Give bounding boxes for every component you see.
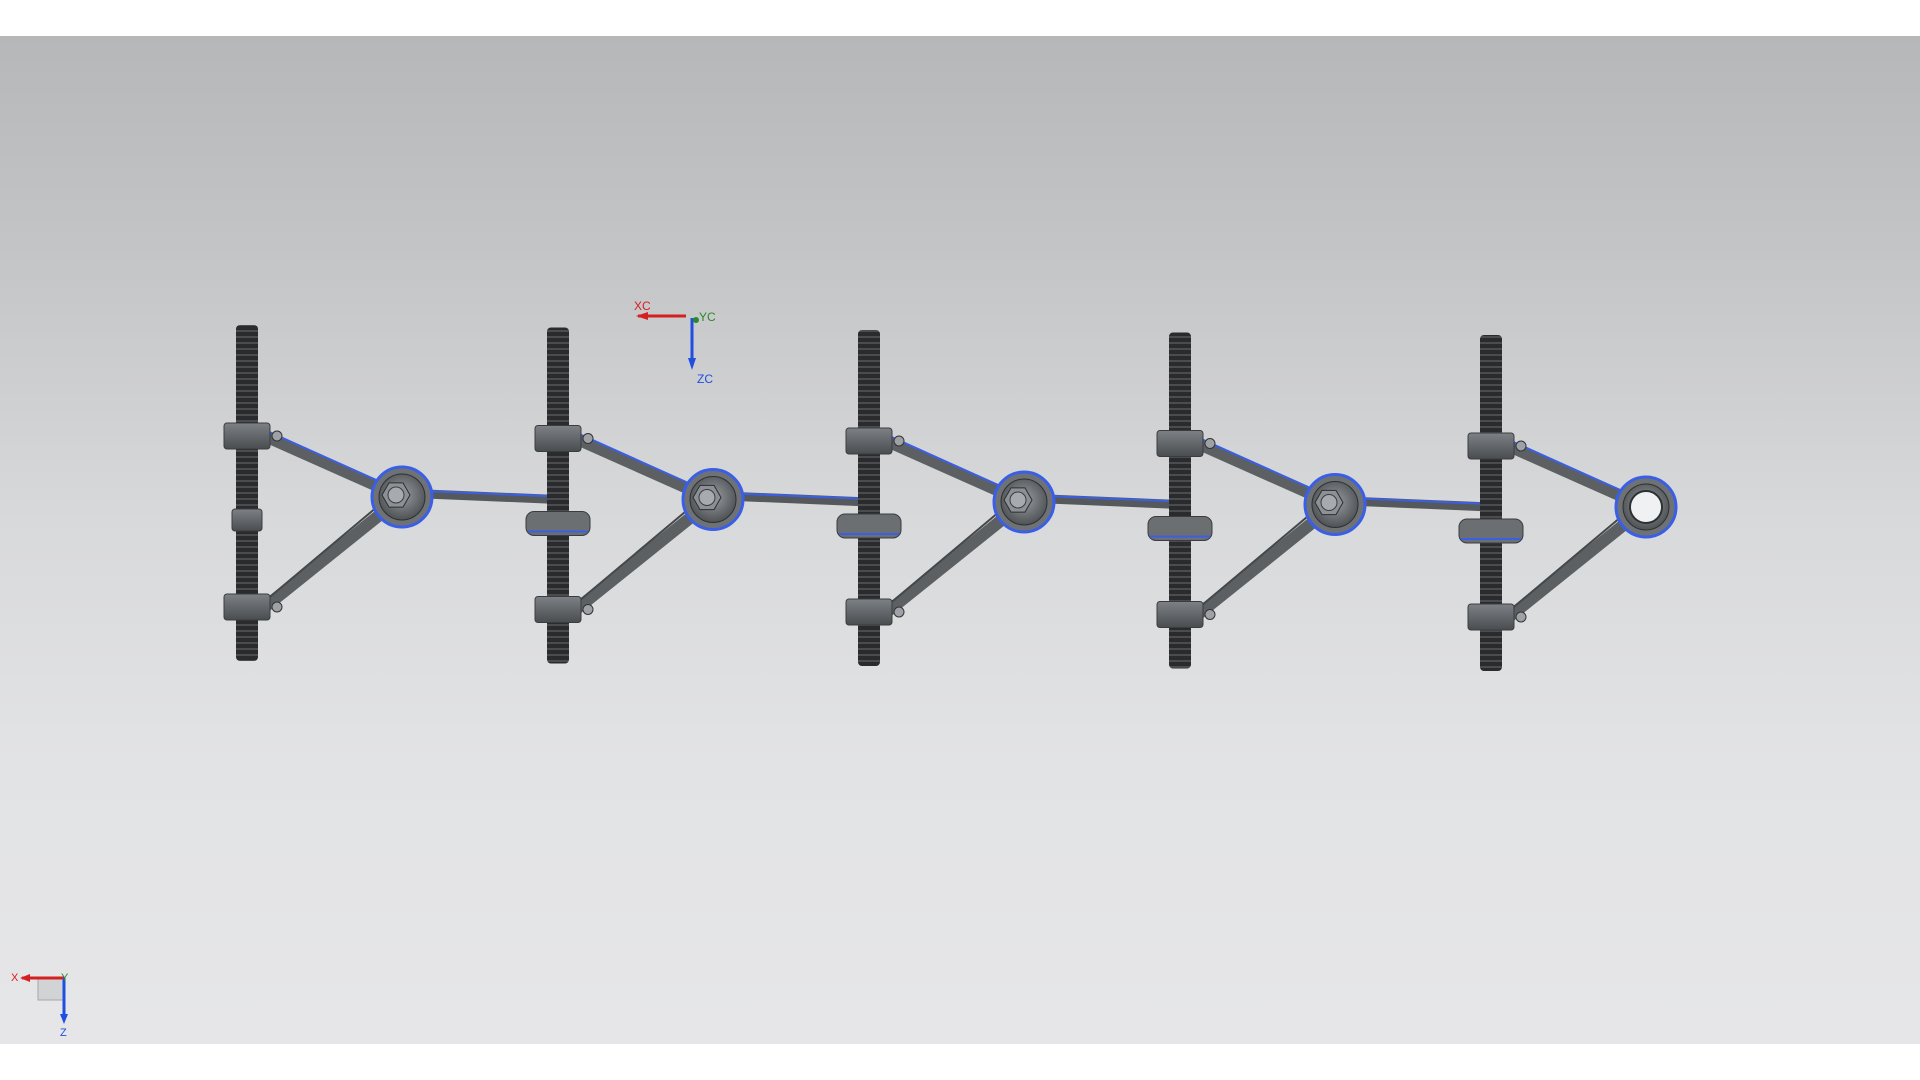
wcs-x-arrowhead: [636, 312, 648, 320]
view-x-arrowhead: [20, 974, 30, 982]
wcs-z-label: ZC: [697, 372, 713, 386]
upper-arm-edge[interactable]: [1197, 436, 1330, 498]
linkage-unit-2[interactable]: [525, 327, 745, 664]
bolt-head[interactable]: [387, 486, 405, 504]
middle-spacer[interactable]: [231, 508, 263, 532]
upper-clamp[interactable]: [534, 425, 582, 452]
upper-clamp-pin[interactable]: [582, 433, 594, 444]
upper-arm-edge[interactable]: [264, 429, 397, 490]
wcs-x-label: XC: [634, 299, 651, 313]
upper-clamp[interactable]: [845, 427, 893, 455]
wcs-triad: XC YC ZC: [634, 299, 716, 386]
link-eye[interactable]: [1458, 518, 1524, 544]
threaded-rod[interactable]: [1169, 332, 1191, 669]
lower-clamp[interactable]: [1156, 601, 1204, 628]
threaded-rod[interactable]: [236, 325, 258, 661]
upper-clamp[interactable]: [1156, 430, 1204, 457]
lower-clamp-pin[interactable]: [893, 606, 905, 618]
model-scene[interactable]: XC YC ZC X Y Z: [0, 36, 1920, 1044]
link-eye[interactable]: [836, 513, 902, 539]
view-y-label: Y: [61, 972, 69, 984]
view-triad: X Y Z: [11, 972, 69, 1039]
bearing-bore[interactable]: [1629, 490, 1663, 524]
linkage-unit-4[interactable]: [1147, 332, 1367, 669]
wcs-y-label: YC: [699, 310, 716, 324]
upper-clamp[interactable]: [223, 422, 271, 450]
lower-clamp-pin[interactable]: [582, 604, 594, 615]
link-eye[interactable]: [525, 511, 591, 536]
lower-clamp-pin[interactable]: [271, 601, 283, 613]
wcs-y-axis-dot: [693, 317, 699, 323]
graphics-viewport[interactable]: XC YC ZC X Y Z: [0, 36, 1920, 1044]
lower-clamp[interactable]: [845, 598, 893, 626]
upper-clamp-pin[interactable]: [893, 435, 905, 447]
view-x-label: X: [11, 972, 19, 984]
lower-clamp[interactable]: [223, 593, 271, 621]
bolt-head[interactable]: [698, 489, 716, 506]
upper-clamp[interactable]: [1467, 432, 1515, 460]
lower-clamp-pin[interactable]: [1515, 611, 1527, 623]
wcs-z-arrowhead: [688, 358, 696, 370]
lower-clamp[interactable]: [1467, 603, 1515, 631]
view-z-arrowhead: [60, 1014, 68, 1024]
link-eye[interactable]: [1147, 516, 1213, 541]
view-z-label: Z: [60, 1027, 67, 1039]
upper-arm-edge[interactable]: [886, 434, 1019, 495]
upper-clamp-pin[interactable]: [1515, 440, 1527, 452]
linkage-unit-3[interactable]: [836, 330, 1056, 666]
upper-arm-edge[interactable]: [575, 431, 708, 493]
bolt-head[interactable]: [1320, 494, 1338, 511]
threaded-rod[interactable]: [1480, 335, 1502, 671]
bolt-head[interactable]: [1009, 491, 1027, 509]
lower-clamp-pin[interactable]: [1204, 609, 1216, 620]
upper-clamp-pin[interactable]: [1204, 438, 1216, 449]
upper-clamp-pin[interactable]: [271, 430, 283, 442]
upper-arm-edge[interactable]: [1508, 439, 1641, 500]
threaded-rod[interactable]: [547, 327, 569, 664]
lower-clamp[interactable]: [534, 596, 582, 623]
linkage-unit-5[interactable]: [1458, 335, 1678, 671]
linkage-unit-1[interactable]: [223, 325, 434, 661]
threaded-rod[interactable]: [858, 330, 880, 666]
